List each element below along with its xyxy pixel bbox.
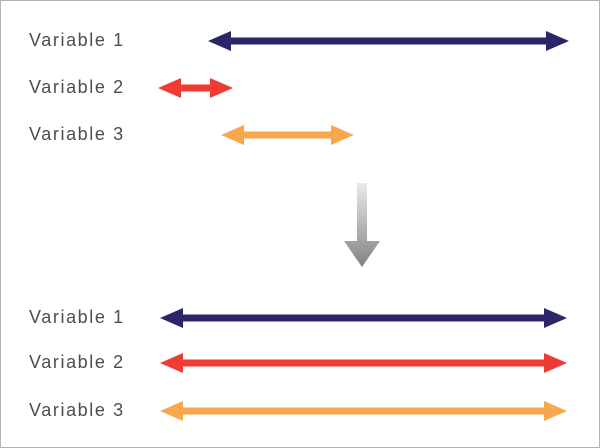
bottom_panel-arrow-2 xyxy=(160,353,567,373)
top_panel-arrow-2 xyxy=(158,78,233,98)
bottom_panel-label-3: Variable 3 xyxy=(29,400,125,421)
top_panel-label-2: Variable 2 xyxy=(29,77,125,98)
transform-down-arrow xyxy=(344,183,380,267)
bottom_panel-label-1: Variable 1 xyxy=(29,307,125,328)
top_panel-arrow-1 xyxy=(208,31,569,51)
top_panel-label-3: Variable 3 xyxy=(29,124,125,145)
bottom_panel-label-2: Variable 2 xyxy=(29,352,125,373)
bottom_panel-arrow-1 xyxy=(160,308,567,328)
top_panel-label-1: Variable 1 xyxy=(29,30,125,51)
top_panel-arrow-3 xyxy=(221,125,354,145)
bottom_panel-arrow-3 xyxy=(160,401,567,421)
